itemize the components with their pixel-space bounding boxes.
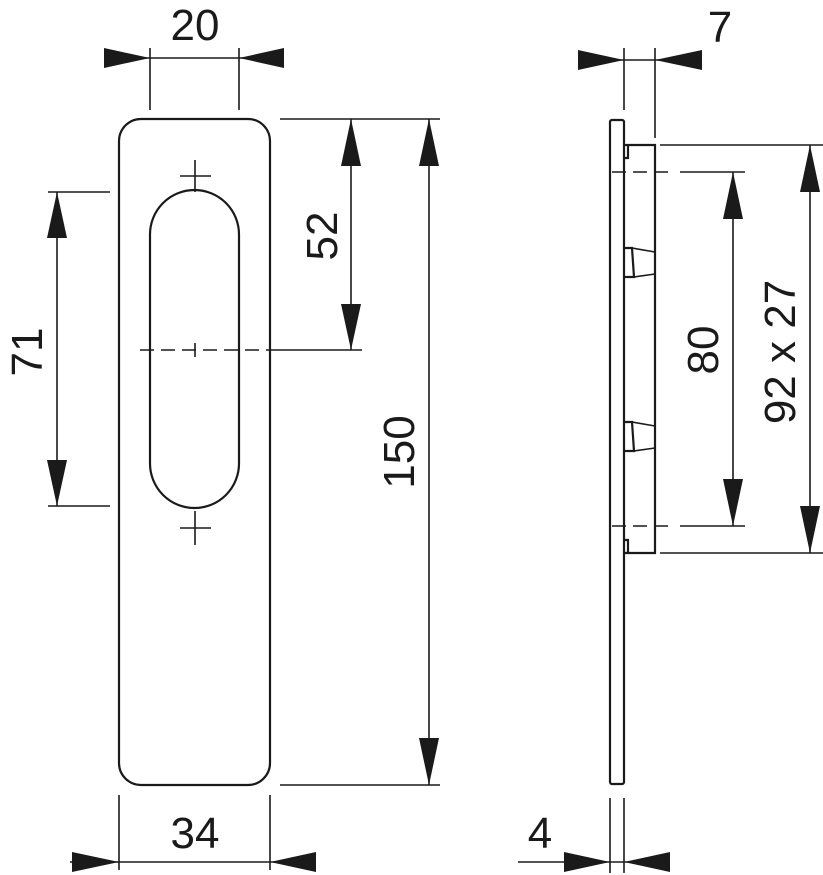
- dimension-side-depth: 7: [578, 3, 732, 138]
- dimension-fixing-distance: 71: [3, 191, 110, 507]
- fixing-mark-top: [180, 160, 211, 192]
- dim-label-71: 71: [3, 328, 52, 377]
- dimension-plate-height: 150: [280, 119, 440, 786]
- side-view: 7 4 80 92 x 27: [518, 3, 823, 873]
- dim-label-52: 52: [298, 212, 347, 261]
- dim-label-92x27: 92 x 27: [756, 280, 805, 424]
- catch-lug-lower: [624, 420, 656, 453]
- dimension-plate-thickness: 4: [518, 798, 670, 873]
- dim-label-80: 80: [679, 326, 728, 375]
- dimension-clip-distance: 80: [679, 171, 745, 527]
- center-line: [140, 343, 362, 357]
- dimension-plate-width: 34: [70, 795, 316, 872]
- dimension-cutout-size: 92 x 27: [660, 144, 823, 554]
- dimension-half-height: 52: [280, 118, 440, 350]
- dim-label-4: 4: [528, 809, 552, 858]
- dim-label-7: 7: [708, 3, 732, 52]
- clip-profile: [612, 143, 672, 555]
- plate-outline: [117, 117, 272, 787]
- dimension-slot-width: 20: [104, 1, 284, 110]
- catch-lug-upper: [624, 246, 656, 279]
- plate-side-profile: [608, 118, 626, 786]
- front-view: 20 34 71 52: [3, 1, 440, 872]
- dim-label-34: 34: [171, 809, 220, 858]
- fixing-mark-bottom: [180, 511, 211, 545]
- dim-label-150: 150: [375, 415, 424, 488]
- dim-label-20: 20: [171, 1, 220, 50]
